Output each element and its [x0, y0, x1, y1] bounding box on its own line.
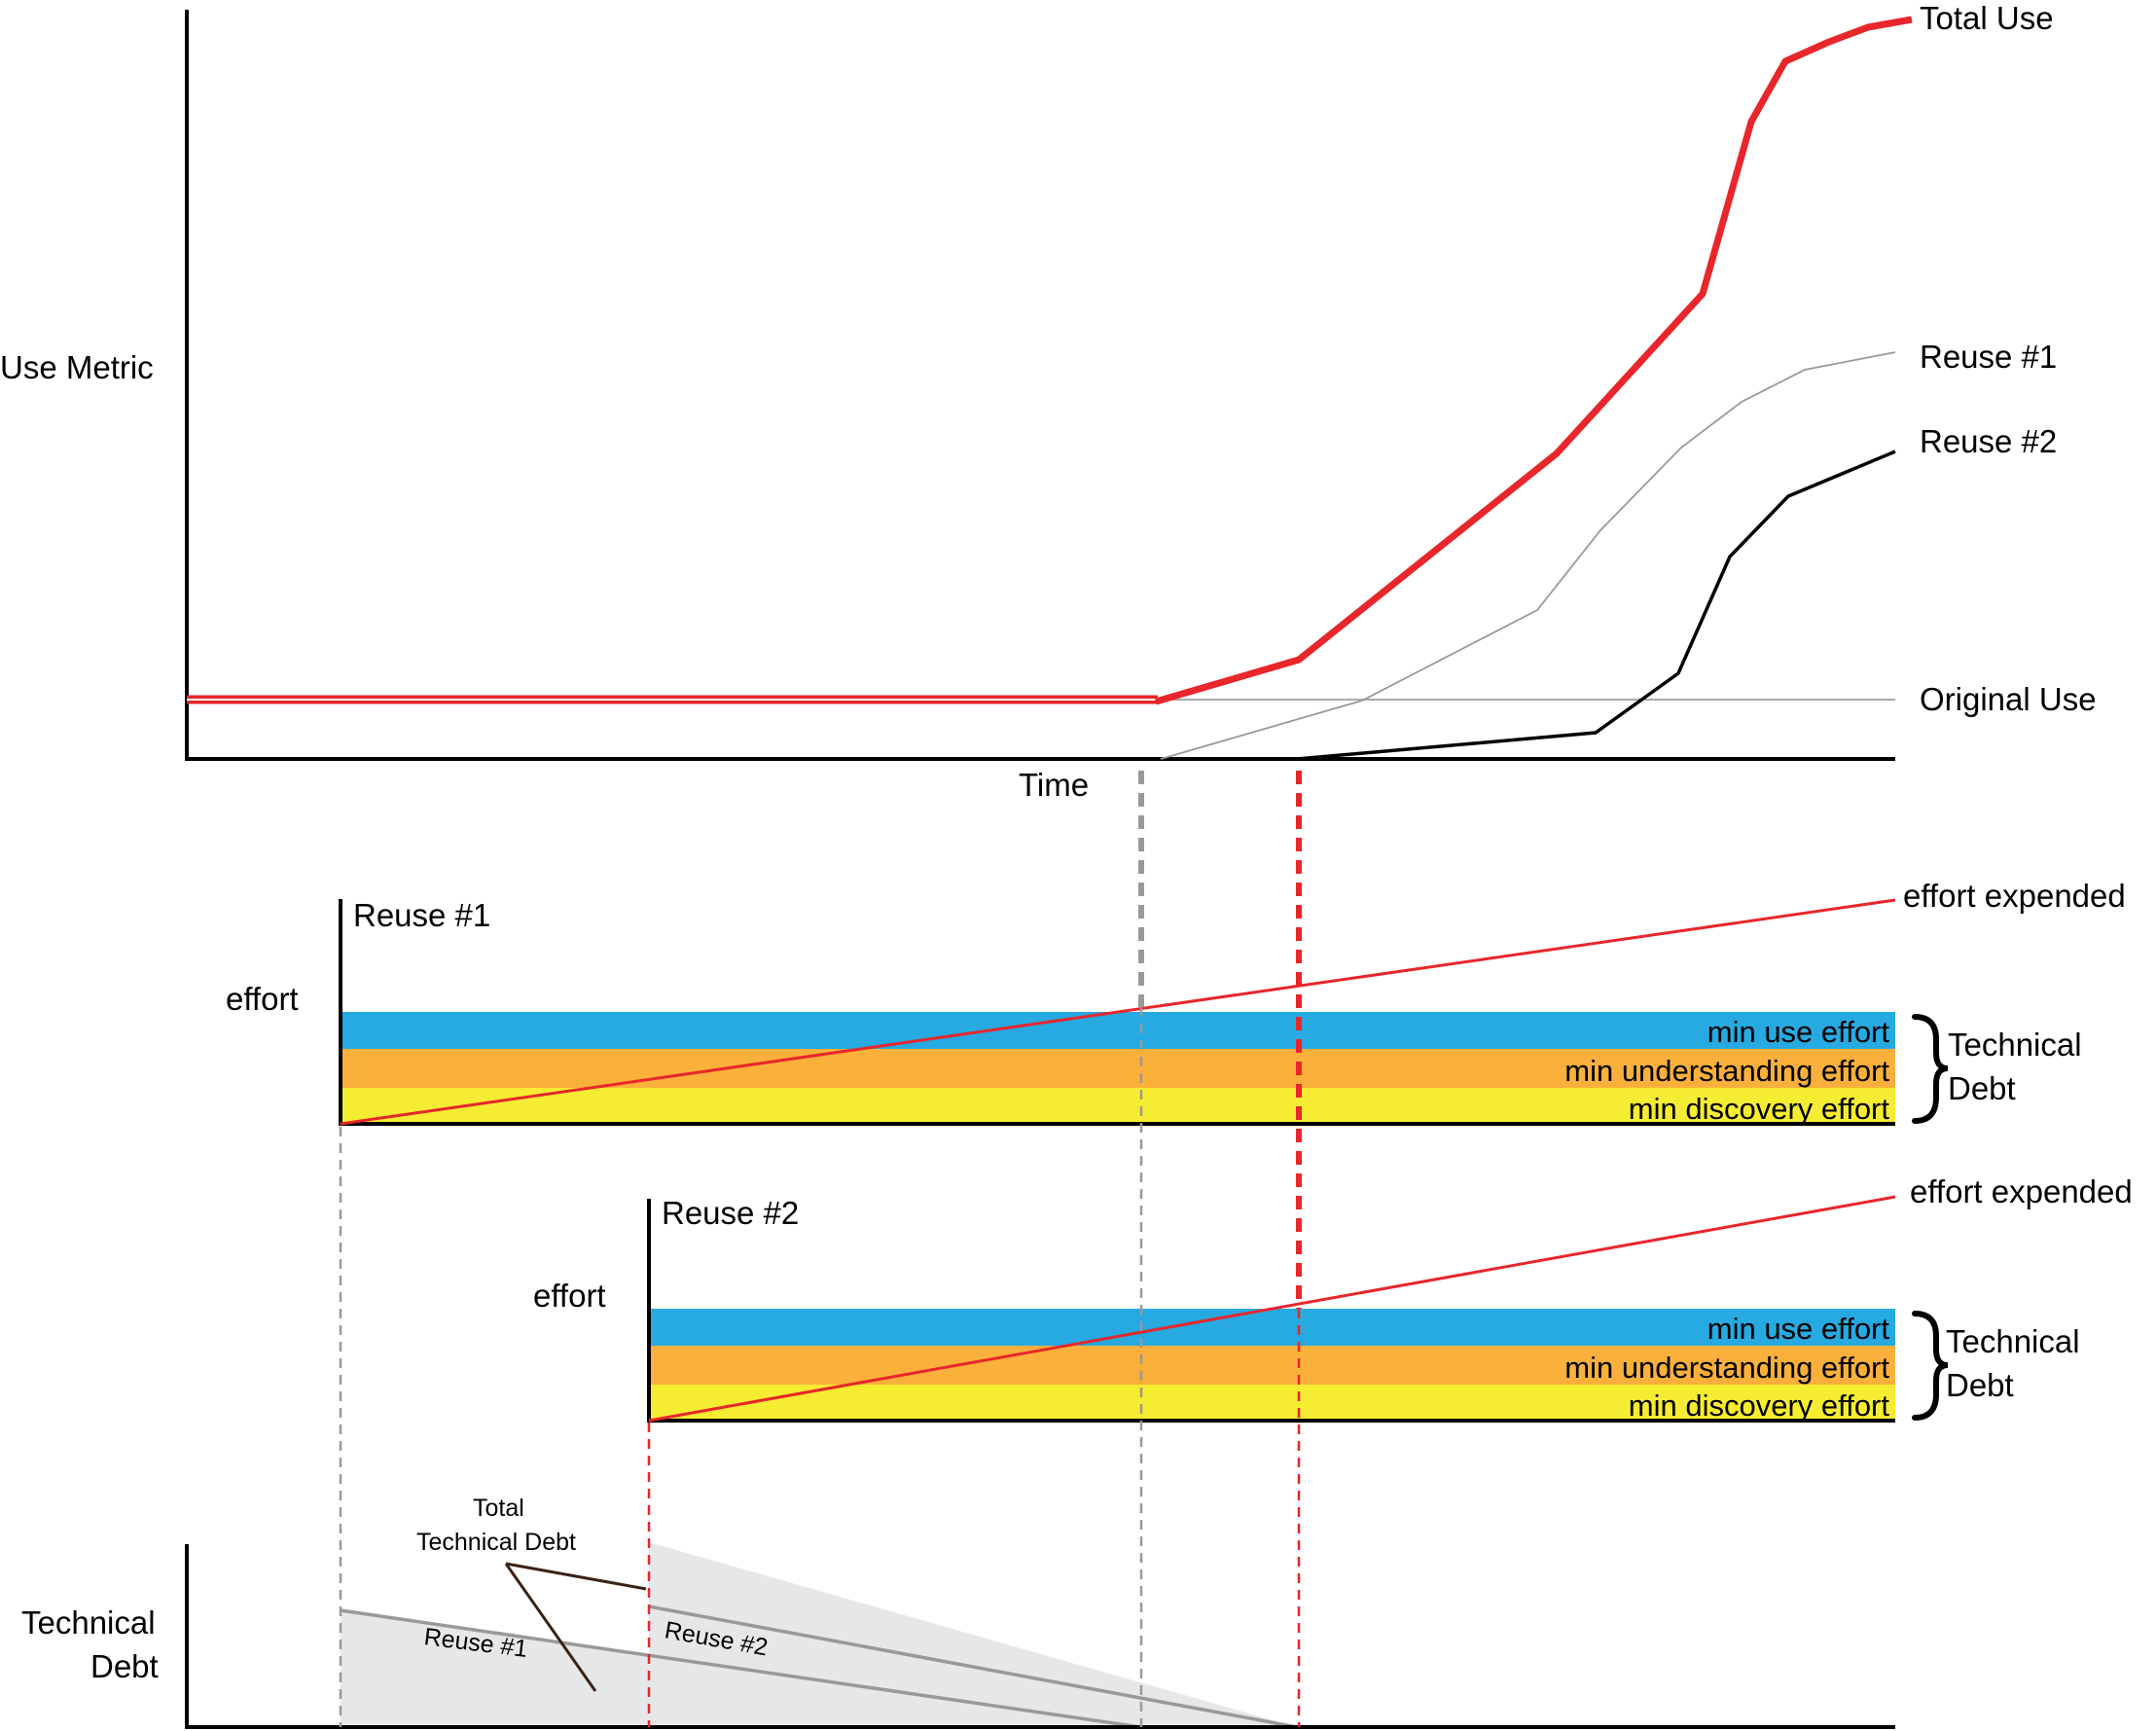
panel2-band-use-label: min use effort: [1707, 1312, 1890, 1346]
panel1-title: Reuse #1: [353, 897, 490, 933]
bottom-technical-label: Technical: [21, 1605, 156, 1641]
panel1-effort-expended-label: effort expended: [1903, 878, 2126, 914]
panel1-blue-band: [341, 1012, 1895, 1049]
panel2-band-discovery-label: min discovery effort: [1629, 1388, 1890, 1423]
panel2-blue-band: [649, 1309, 1895, 1346]
reuse1-series-label: Reuse #1: [1920, 339, 2057, 375]
total-use-line: [1155, 16, 1913, 705]
callout-technical-debt-label: Technical Debt: [416, 1529, 576, 1556]
panel1-yellow-band: [341, 1088, 1895, 1124]
guide-lines: [339, 771, 1302, 1727]
original-use-label: Original Use: [1920, 681, 2097, 717]
callout-pointer-a: [505, 1562, 647, 1591]
technical-debt-chart: Technical Debt Total Technical Debt Reus…: [21, 1495, 1895, 1729]
panel1-technical-label: Technical: [1948, 1027, 2082, 1063]
panel2-effort-expended-label: effort expended: [1910, 1173, 2133, 1209]
panel2-brace-icon: [1912, 1311, 1949, 1421]
use-metric-label: Use Metric: [0, 349, 154, 385]
panel1-debt-label: Debt: [1948, 1070, 2016, 1106]
total-use-label: Total Use: [1920, 0, 2054, 36]
reuse1-debt-line: [340, 1608, 1141, 1729]
panel2-yellow-band: [649, 1385, 1895, 1421]
panel1-effort-expended-line: [340, 898, 1896, 1126]
panel1-band-use-label: min use effort: [1707, 1015, 1890, 1049]
panel2-debt-label: Debt: [1946, 1367, 2014, 1403]
panel1-band-discovery-label: min discovery effort: [1629, 1092, 1890, 1126]
panel2-orange-band: [649, 1346, 1895, 1385]
reuse2-series-label: Reuse #2: [1920, 423, 2057, 459]
callout-pointer-b: [504, 1563, 597, 1692]
reuse1-line: [1160, 351, 1896, 760]
panel2-effort-expended-line: [648, 1195, 1896, 1423]
panel1-brace-icon: [1912, 1014, 1949, 1124]
reuse2-line: [1296, 450, 1896, 761]
panel2-effort-label: effort: [533, 1278, 606, 1314]
time-label: Time: [1019, 767, 1089, 803]
reuse2-effort-panel: Reuse #2 effort effort expended min use …: [533, 1173, 2133, 1423]
panel1-effort-label: effort: [226, 981, 299, 1017]
panel1-band-understanding-label: min understanding effort: [1564, 1054, 1889, 1088]
callout-total-label: Total: [473, 1495, 524, 1522]
panel2-title: Reuse #2: [662, 1195, 799, 1231]
reuse2-debt-line: [648, 1605, 1298, 1729]
panel2-technical-label: Technical: [1946, 1323, 2080, 1359]
panel1-orange-band: [341, 1049, 1895, 1088]
reuse1-effort-panel: Reuse #1 effort effort expended min use …: [226, 878, 2126, 1126]
bottom-debt-label: Debt: [90, 1648, 159, 1684]
panel2-band-understanding-label: min understanding effort: [1564, 1351, 1889, 1385]
use-metric-chart: Use Metric Time Total Use Reuse #1 Reuse…: [0, 0, 2097, 803]
